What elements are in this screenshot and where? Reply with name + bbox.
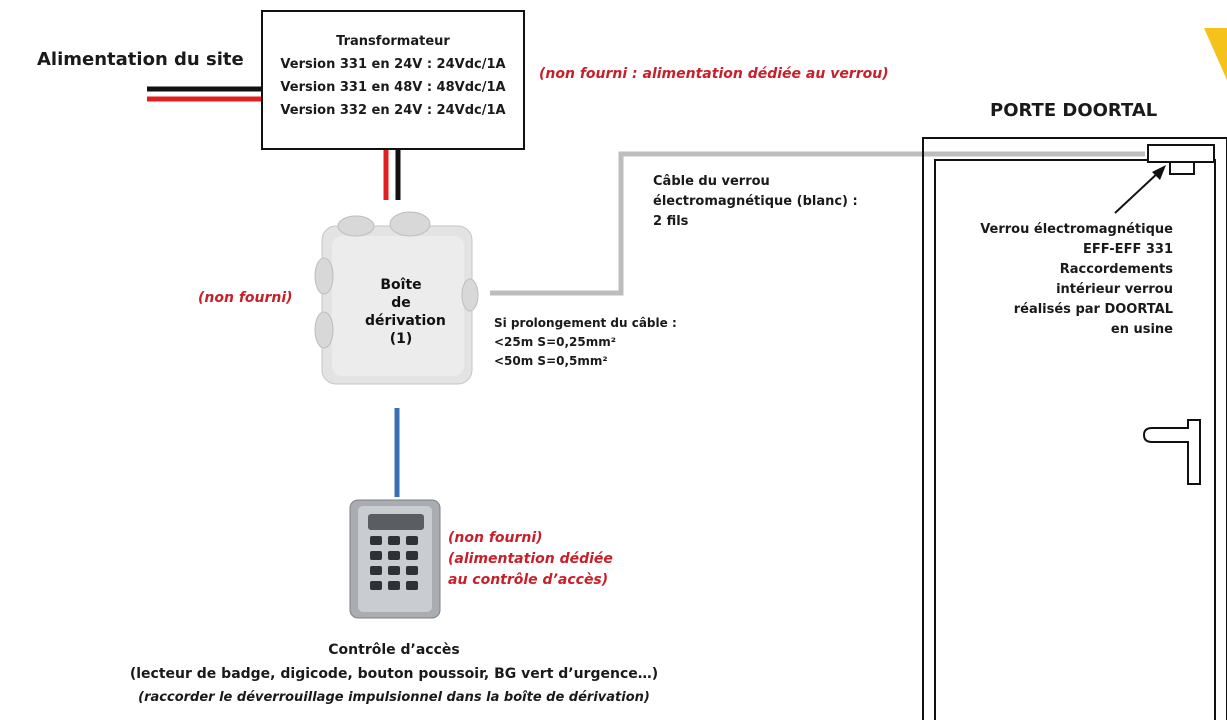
junction-box-label: Boîte de dérivation (1) [365, 276, 446, 348]
transformer-title: Transformateur [336, 34, 450, 49]
access-note-line: au contrôle d’accès) [448, 572, 609, 588]
lock-description: Verrou électromagnétique EFF-EFF 331 Rac… [940, 220, 1173, 340]
transformer-line: Version 332 en 24V : 24Vdc/1A [280, 103, 506, 118]
cable-line: électromagnétique (blanc) : [653, 194, 858, 209]
door-handle [1142, 419, 1201, 485]
cable-line: Câble du verrou [653, 174, 770, 189]
lock-line: Verrou électromagnétique [980, 222, 1173, 237]
junction-label-line: Boîte [380, 277, 422, 293]
door-title: PORTE DOORTAL [990, 100, 1158, 121]
junction-box-note: (non fourni) [198, 290, 293, 306]
extension-line: Si prolongement du câble : [494, 316, 677, 330]
access-control-note: (non fourni) (alimentation dédiée au con… [448, 528, 613, 591]
extension-line: <25m S=0,25mm² [494, 335, 617, 349]
transformer-output-wires [383, 149, 401, 200]
transformer-box: Transformateur Version 331 en 24V : 24Vd… [261, 10, 525, 150]
junction-label-line: (1) [389, 331, 413, 347]
junction-label-line: de [391, 295, 411, 311]
lock-cable [490, 151, 1145, 296]
lock-pointer-arrow [1114, 165, 1166, 214]
junction-box-image [314, 211, 479, 385]
lock-line: Raccordements [1059, 262, 1173, 277]
extension-line: <50m S=0,5mm² [494, 354, 608, 368]
access-control-instruction: (raccorder le déverrouillage impulsionne… [138, 690, 650, 705]
lock-drawing [1147, 144, 1215, 175]
access-note-line: (alimentation dédiée [448, 551, 613, 567]
cable-extension-info: Si prolongement du câble : <25m S=0,25mm… [494, 314, 677, 371]
lock-line: intérieur verrou [1056, 282, 1173, 297]
transformer-line: Version 331 en 24V : 24Vdc/1A [280, 57, 506, 72]
cable-description: Câble du verrou électromagnétique (blanc… [653, 172, 858, 232]
lock-line: EFF-EFF 331 [1083, 242, 1173, 257]
access-control-subtitle: (lecteur de badge, digicode, bouton pous… [129, 666, 659, 682]
cable-line: 2 fils [653, 214, 689, 229]
junction-label-line: dérivation [365, 313, 446, 329]
lock-line: réalisés par DOORTAL [1013, 302, 1173, 317]
site-power-label: Alimentation du site [37, 49, 244, 70]
transformer-note: (non fourni : alimentation dédiée au ver… [539, 66, 889, 82]
corner-accent [1204, 28, 1227, 80]
keypad-image [349, 499, 441, 619]
access-control-title: Contrôle d’accès [328, 642, 460, 658]
access-note-line: (non fourni) [448, 530, 543, 546]
door-drawing [922, 137, 1227, 720]
lock-line: en usine [1110, 322, 1173, 337]
site-power-wires [147, 86, 262, 102]
transformer-line: Version 331 en 48V : 48Vdc/1A [280, 80, 506, 95]
